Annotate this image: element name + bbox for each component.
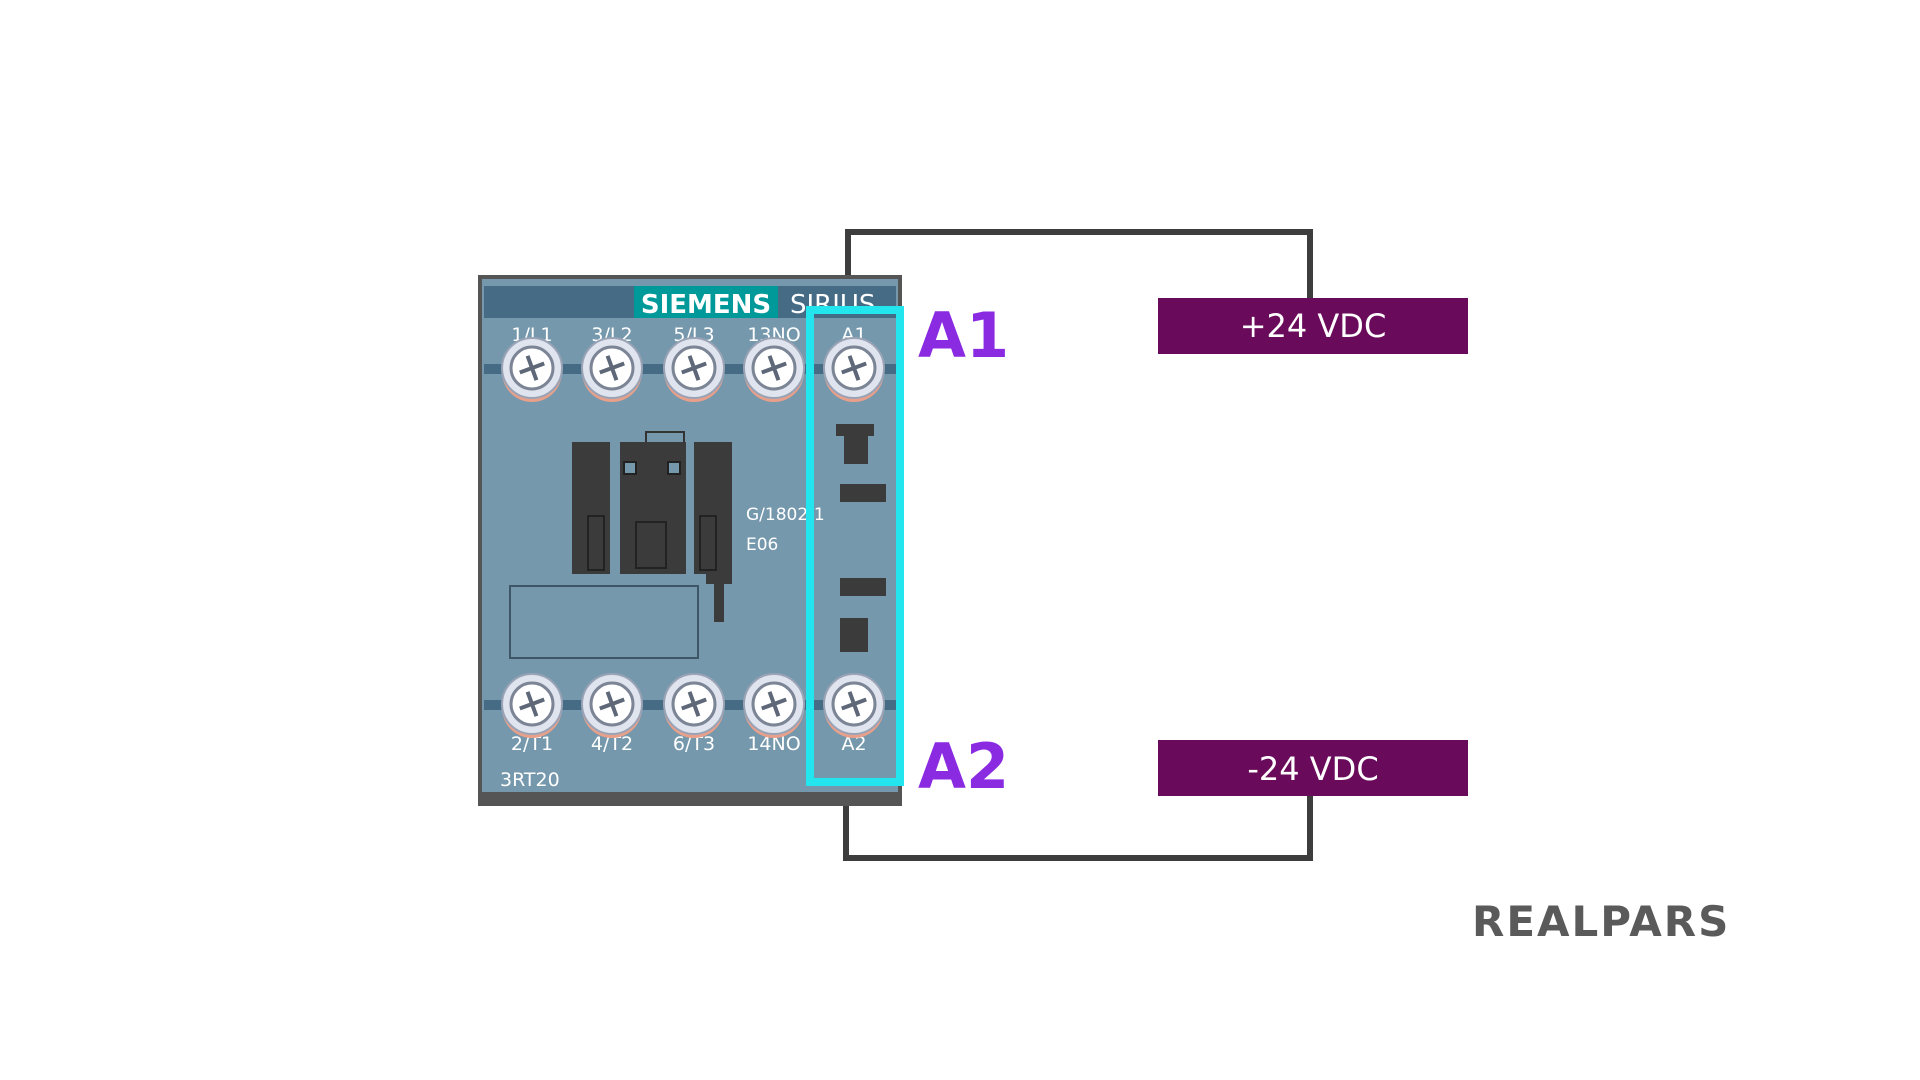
coil-marker-4 — [840, 578, 886, 596]
code-label-2: E06 — [746, 535, 778, 555]
terminal-screw-icon — [823, 673, 885, 738]
contactor-bottom-edge — [480, 792, 900, 804]
mechanism-center-window-r — [667, 461, 681, 475]
bottom-terminal-label: 6/T3 — [673, 733, 715, 755]
supply-positive-box — [1158, 298, 1468, 354]
coil-marker-2 — [844, 436, 868, 464]
bottom-terminal-label: 2/T1 — [511, 733, 553, 755]
coil-label-a2: A2 — [918, 730, 1009, 803]
bottom-terminal-label: 4/T2 — [591, 733, 633, 755]
terminal-screw-icon — [581, 673, 643, 738]
brand-label: SIEMENS — [641, 290, 771, 320]
terminal-screw-icon — [663, 337, 725, 402]
supply-positive: +24 VDC — [1158, 298, 1468, 354]
mechanism-right-slot — [699, 515, 717, 571]
terminal-screw-icon — [581, 337, 643, 402]
coil-marker-5 — [840, 618, 868, 652]
mechanism-pin — [714, 574, 724, 622]
bottom-terminal-label: 14NO — [747, 733, 800, 755]
bottom-terminal-label: A2 — [841, 733, 866, 755]
model-label: 3RT20 — [500, 769, 560, 791]
code-label-1: G/1802/1 — [746, 505, 825, 525]
coil-marker-1 — [836, 424, 874, 436]
mechanism-left-slot — [587, 515, 605, 571]
supply-positive-label: +24 VDC — [1240, 307, 1387, 345]
terminal-screw-icon — [663, 673, 725, 738]
bottom-terminal-labels: 2/T1 4/T2 6/T3 14NO A2 — [511, 733, 867, 755]
realpars-logo: REALPARS — [1472, 897, 1730, 946]
brand-box — [634, 286, 778, 318]
mechanism-center-slot — [635, 521, 667, 569]
nameplate-area — [509, 585, 699, 659]
terminal-screw-icon — [823, 337, 885, 402]
terminal-screw-icon — [743, 673, 805, 738]
supply-negative: -24 VDC — [1158, 740, 1468, 796]
coil-terminals-highlight — [806, 306, 904, 786]
mechanism-center-window-l — [623, 461, 637, 475]
contactor-mechanism — [509, 431, 732, 659]
top-terminal-screws — [501, 337, 885, 402]
series-label: SIRIUS — [790, 290, 875, 320]
coil-label-a1: A1 — [918, 299, 1009, 372]
supply-negative-label: -24 VDC — [1247, 750, 1378, 788]
bottom-terminal-screws — [501, 673, 885, 738]
terminal-screw-icon — [501, 337, 563, 402]
coil-marker-3 — [840, 484, 886, 502]
mechanism-pin-head — [706, 574, 732, 584]
supply-negative-box — [1158, 740, 1468, 796]
terminal-screw-icon — [501, 673, 563, 738]
terminal-screw-icon — [743, 337, 805, 402]
